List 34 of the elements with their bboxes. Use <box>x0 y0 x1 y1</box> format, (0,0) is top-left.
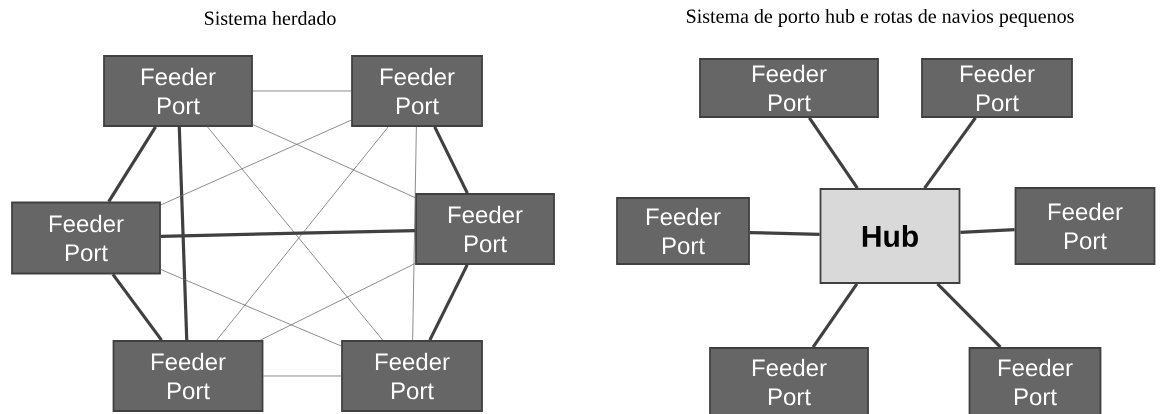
connector-line <box>808 117 859 189</box>
connector-line <box>111 273 163 342</box>
port-box: Feeder Port <box>103 55 253 127</box>
port-box: Feeder Port <box>921 58 1073 118</box>
port-box: Feeder Port <box>968 347 1102 414</box>
connector-line <box>433 126 469 194</box>
connector-line <box>263 375 342 377</box>
connector-line <box>107 126 157 203</box>
connector-line <box>428 264 469 341</box>
connector-line <box>260 263 416 341</box>
connector-line <box>160 119 352 206</box>
port-box: Feeder Port <box>1014 187 1156 265</box>
connector-line <box>412 126 417 341</box>
hub-box: Hub <box>819 188 961 284</box>
port-box: Feeder Port <box>699 58 879 118</box>
connector-line <box>252 90 352 92</box>
connector-line <box>160 228 416 238</box>
connector-line <box>936 282 1002 349</box>
port-box: Feeder Port <box>415 193 555 265</box>
port-box: Feeder Port <box>351 55 483 127</box>
port-box: Feeder Port <box>709 347 869 414</box>
connector-line <box>811 282 859 348</box>
panel-heading: Sistema de porto hub e rotas de navios pequenos <box>686 8 1074 28</box>
panel-heading: Sistema herdado <box>205 10 336 26</box>
connector-line <box>177 126 189 341</box>
port-box: Feeder Port <box>112 340 264 412</box>
port-box: Feeder Port <box>616 197 750 265</box>
port-box: Feeder Port <box>341 340 483 412</box>
connector-line <box>960 228 1015 234</box>
connector-line <box>252 124 416 199</box>
connector-line <box>923 116 977 190</box>
port-box: Feeder Port <box>11 201 161 275</box>
connector-line <box>749 231 820 236</box>
connector-line <box>160 269 342 347</box>
